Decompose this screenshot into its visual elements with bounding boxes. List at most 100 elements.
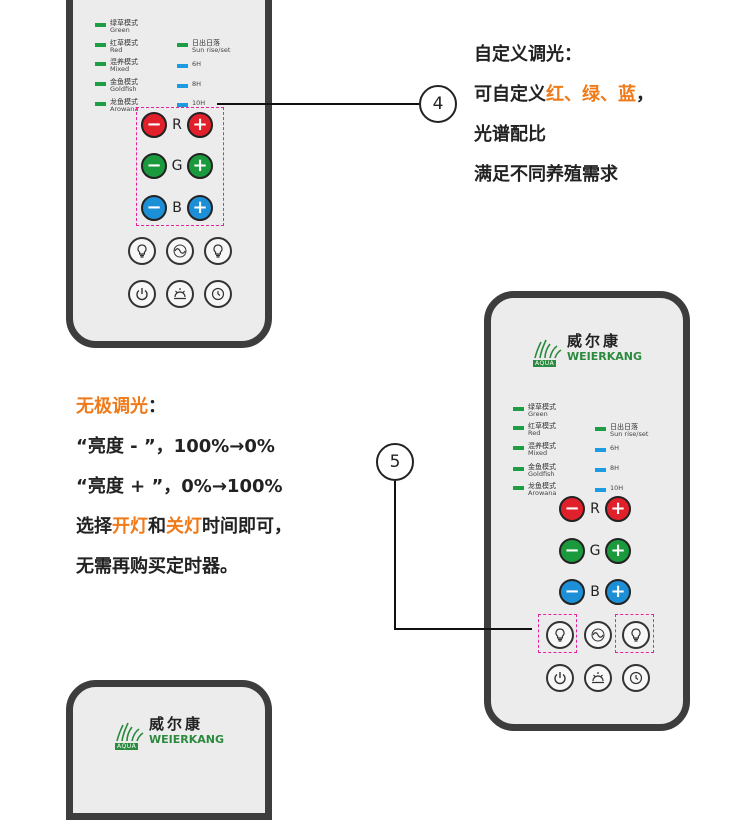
mode-label-en: Goldfish xyxy=(110,85,137,93)
brand-name-cn: 威尔康 xyxy=(149,715,204,733)
timer-label-en: Sun rise/set xyxy=(192,46,231,54)
mode-indicator-led xyxy=(513,426,524,430)
light-off-text: 关灯 xyxy=(166,516,202,537)
timer-indicator-led xyxy=(595,427,606,431)
timer-button[interactable] xyxy=(204,280,232,308)
brand-name-cn: 威尔康 xyxy=(567,332,622,350)
mode-indicator-led xyxy=(513,467,524,471)
mode-label-en: Green xyxy=(528,410,548,418)
timer-label-en: 10H xyxy=(610,484,624,492)
timer-10h[interactable]: 10H xyxy=(595,485,623,492)
mode-label-cn: 龙鱼模式 xyxy=(110,98,138,106)
timer-6h[interactable]: 6H xyxy=(177,61,201,68)
green-plus-button[interactable]: + xyxy=(605,538,631,564)
brightness-up-line: “亮度 + ”，0%→100% xyxy=(76,476,283,497)
mode-indicator-led xyxy=(95,102,106,106)
red-minus-button[interactable]: − xyxy=(559,496,585,522)
blue-minus-button[interactable]: − xyxy=(559,579,585,605)
brand-logo: AQUA 威尔康 WEIERKANG xyxy=(115,715,224,750)
sunrise-button[interactable] xyxy=(166,280,194,308)
timer-6h[interactable]: 6H xyxy=(595,445,619,452)
mode-label-en: Mixed xyxy=(110,65,130,73)
green-minus-button[interactable]: − xyxy=(559,538,585,564)
power-button[interactable] xyxy=(546,664,574,692)
power-button[interactable] xyxy=(128,280,156,308)
timer-label-en: 6H xyxy=(610,444,620,452)
blue-plus-button[interactable]: + xyxy=(605,579,631,605)
timer-label-en: 8H xyxy=(610,464,620,472)
brand-name-en: WEIERKANG xyxy=(567,350,642,363)
light-off-button[interactable] xyxy=(622,621,650,649)
light-on-text: 开灯 xyxy=(112,516,148,537)
mode-label-en: Red xyxy=(110,46,123,54)
light-on-button[interactable] xyxy=(128,237,156,265)
mode-label-cn: 龙鱼模式 xyxy=(528,482,556,490)
custom-dimming-title: 自定义调光： xyxy=(474,44,582,65)
channel-label-r: R xyxy=(590,501,600,517)
select-text: 选择 xyxy=(76,516,112,537)
cycle-mode-button[interactable] xyxy=(584,621,612,649)
blue-minus-button[interactable]: − xyxy=(141,195,167,221)
color-green-label: 绿 xyxy=(582,84,600,105)
color-blue-label: 蓝 xyxy=(618,84,636,105)
bulb-icon xyxy=(555,628,565,642)
timer-indicator-led xyxy=(177,64,188,68)
rgb-row-red: − R + xyxy=(141,112,213,138)
mode-label-cn: 金鱼模式 xyxy=(528,463,556,471)
colors-prefix: 可自定义 xyxy=(474,84,546,105)
light-off-highlight-box xyxy=(615,614,654,653)
brand-badge: AQUA xyxy=(533,360,557,367)
wave-cycle-icon xyxy=(591,628,605,642)
mode-label-cn: 红草模式 xyxy=(110,39,138,47)
mode-label-cn: 绿草模式 xyxy=(528,403,556,411)
separator: 、 xyxy=(600,84,618,105)
wave-cycle-icon xyxy=(173,244,187,258)
timer-label-en: 8H xyxy=(192,80,202,88)
grass-logo-icon: AQUA xyxy=(115,719,145,750)
light-off-button[interactable] xyxy=(204,237,232,265)
green-plus-button[interactable]: + xyxy=(187,153,213,179)
channel-label-g: G xyxy=(171,158,183,174)
channel-label-r: R xyxy=(172,117,182,133)
timer-8h[interactable]: 8H xyxy=(595,465,619,472)
rgb-row-blue: − B + xyxy=(141,195,213,221)
separator: 、 xyxy=(564,84,582,105)
spectrum-ratio-line: 光谱配比 xyxy=(474,124,546,145)
no-timer-line: 无需再购买定时器。 xyxy=(76,556,238,577)
on-off-time-line: 选择开灯和关灯时间即可， xyxy=(76,512,292,538)
brightness-down-line: “亮度 - ”，100%→0% xyxy=(76,436,275,457)
sunrise-button[interactable] xyxy=(584,664,612,692)
red-minus-button[interactable]: − xyxy=(141,112,167,138)
green-minus-button[interactable]: − xyxy=(141,153,167,179)
blue-plus-button[interactable]: + xyxy=(187,195,213,221)
mode-label-en: Green xyxy=(110,26,130,34)
timer-10h[interactable]: 10H xyxy=(177,100,205,107)
remote-control-bottom: AQUA 威尔康 WEIERKANG xyxy=(66,680,272,820)
custom-dimming-description: 自定义调光： 可自定义红、绿、蓝， 光谱配比 满足不同养殖需求 xyxy=(474,40,734,200)
rgb-row-green: − G + xyxy=(559,538,631,564)
timer-8h[interactable]: 8H xyxy=(177,81,201,88)
timer-button[interactable] xyxy=(622,664,650,692)
light-on-button[interactable] xyxy=(546,621,574,649)
red-plus-button[interactable]: + xyxy=(187,112,213,138)
callout-number-4: 4 xyxy=(419,85,457,123)
power-icon xyxy=(554,672,566,685)
mode-indicator-led xyxy=(513,407,524,411)
red-plus-button[interactable]: + xyxy=(605,496,631,522)
channel-label-g: G xyxy=(589,543,601,559)
cycle-mode-button[interactable] xyxy=(166,237,194,265)
timer-indicator-led xyxy=(595,488,606,492)
